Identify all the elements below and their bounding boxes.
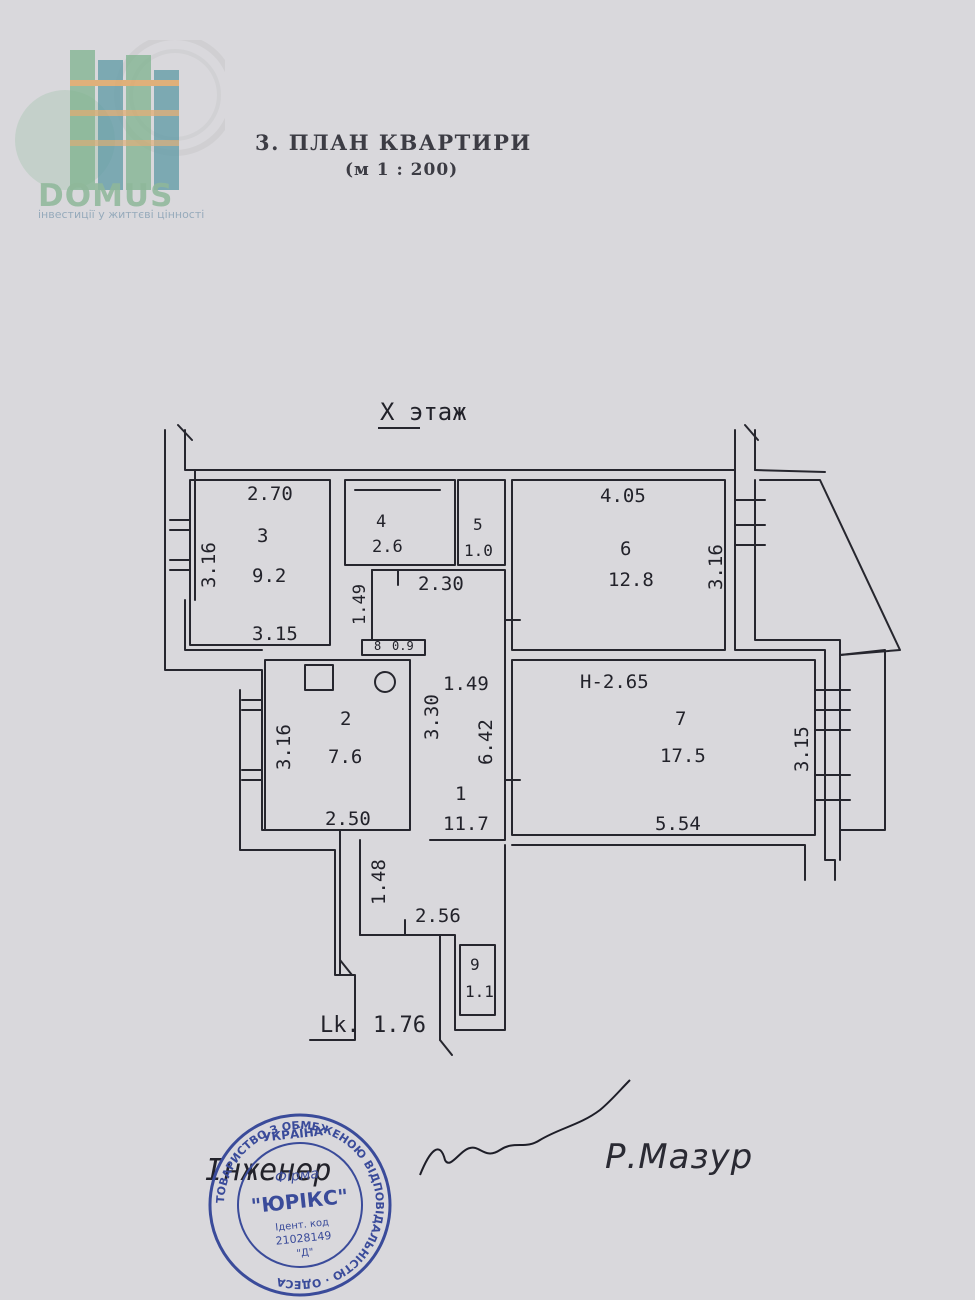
dim-hall-side: 1.48 bbox=[368, 859, 390, 905]
domus-logo bbox=[10, 34, 236, 230]
room2-number: 2 bbox=[340, 708, 351, 730]
dim-corridor-long: 6.42 bbox=[475, 719, 497, 765]
dim-room3-side: 3.16 bbox=[198, 542, 220, 588]
balcony-area: Lk. 1.76 bbox=[320, 1013, 426, 1038]
building-icon bbox=[70, 50, 179, 190]
room8-area: 0.9 bbox=[392, 639, 414, 653]
dim-room7-bottom: 5.54 bbox=[655, 813, 701, 835]
dim-room6-side: 3.16 bbox=[705, 544, 727, 590]
ceiling-height: H-2.65 bbox=[580, 671, 649, 693]
dim-corridor-upper: 2.30 bbox=[418, 573, 464, 595]
dim-room7-side: 3.15 bbox=[791, 726, 813, 772]
document-title: 3. ПЛАН КВАРТИРИ bbox=[255, 130, 532, 155]
room2-area: 7.6 bbox=[328, 746, 362, 768]
dim-room6-top: 4.05 bbox=[600, 485, 646, 507]
room6-area: 12.8 bbox=[608, 569, 654, 591]
signer-name: Р.Мазур bbox=[605, 1137, 754, 1177]
document-scale: (м 1 : 200) bbox=[345, 160, 459, 180]
stamp-firm-label: Фірма bbox=[274, 1166, 319, 1187]
room3-number: 3 bbox=[257, 525, 268, 547]
room5-number: 5 bbox=[473, 515, 483, 534]
floor-label: X этаж bbox=[380, 398, 467, 426]
stamp-country: УКРАЇНА bbox=[261, 1123, 324, 1144]
stamp-firm-name: "ЮРІКС" bbox=[250, 1184, 349, 1218]
room5-area: 1.0 bbox=[464, 541, 493, 560]
room9-number: 9 bbox=[470, 955, 480, 974]
logo-slogan: інвестиції у життєві цінності bbox=[38, 208, 205, 221]
dim-corridor-mid: 1.49 bbox=[443, 673, 489, 695]
room1-number: 1 bbox=[455, 783, 466, 805]
dim-room2-side: 3.16 bbox=[273, 724, 295, 770]
signature-scribble bbox=[419, 1079, 631, 1176]
signer-role: Інженер bbox=[205, 1153, 331, 1188]
domus-logo-graphic bbox=[15, 34, 236, 190]
dim-room3-top: 2.70 bbox=[247, 483, 293, 505]
logo-brand: DOMUS bbox=[38, 178, 174, 214]
room4-area: 2.6 bbox=[372, 537, 403, 557]
dim-room2-bottom: 2.50 bbox=[325, 808, 371, 830]
company-stamp: ТОВАРИСТВО З ОБМЕЖЕНОЮ ВІДПОВІДАЛЬНІСТЮ … bbox=[206, 1110, 394, 1299]
stamp-code: 21028149 bbox=[275, 1229, 332, 1248]
room7-area: 17.5 bbox=[660, 745, 706, 767]
room4-number: 4 bbox=[376, 512, 386, 532]
dim-hall-bottom: 2.56 bbox=[415, 905, 461, 927]
room1-area: 11.7 bbox=[443, 813, 489, 835]
room6-number: 6 bbox=[620, 538, 631, 560]
room7-number: 7 bbox=[675, 708, 686, 730]
dim-room3-bottom: 3.15 bbox=[252, 623, 298, 645]
stamp-suffix: "Д" bbox=[296, 1247, 314, 1260]
room9-area: 1.1 bbox=[465, 982, 494, 1001]
room8-number: 8 bbox=[374, 639, 381, 653]
dim-room2-right: 3.30 bbox=[421, 694, 443, 740]
room3-area: 9.2 bbox=[252, 565, 286, 587]
dim-corridor-left: 1.49 bbox=[350, 584, 370, 625]
